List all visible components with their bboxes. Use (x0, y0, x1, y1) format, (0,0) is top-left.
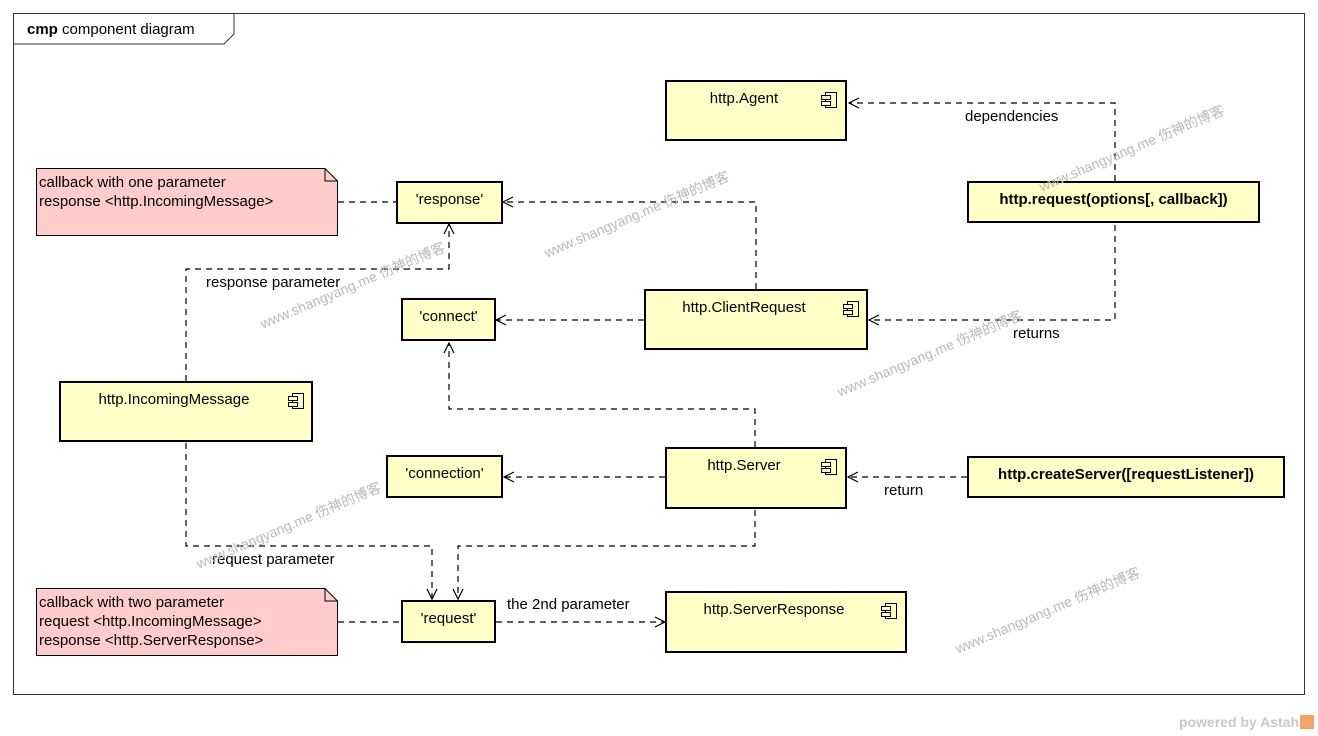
function-label: http.request(options[, callback]) (999, 191, 1228, 208)
component-icon (843, 301, 859, 317)
component-http-clientrequest[interactable]: http.ClientRequest (644, 289, 868, 350)
component-http-incomingmessage[interactable]: http.IncomingMessage (59, 381, 313, 442)
edge-request-to-agent (849, 103, 1116, 181)
function-label: http.createServer([requestListener]) (998, 466, 1254, 483)
frame-tab (13, 13, 235, 45)
edge-incomingmessage-to-response (185, 224, 449, 381)
event-connection[interactable]: 'connection' (386, 455, 503, 498)
edge-server-to-request (458, 510, 756, 599)
component-label: http.Server (707, 457, 781, 474)
edge-label-request-parameter: request parameter (212, 551, 335, 568)
note-request-callback[interactable]: callback with two parameter request <htt… (36, 588, 338, 656)
event-response[interactable]: 'response' (396, 181, 503, 224)
component-icon (288, 393, 304, 409)
note-response-callback[interactable]: callback with one parameter response <ht… (36, 168, 338, 236)
component-http-serverresponse[interactable]: http.ServerResponse (665, 591, 907, 653)
function-http-createserver[interactable]: http.createServer([requestListener]) (967, 456, 1285, 498)
edge-label-second-parameter: the 2nd parameter (507, 596, 630, 613)
event-label: 'connection' (405, 465, 484, 482)
function-http-request[interactable]: http.request(options[, callback]) (967, 181, 1260, 223)
edge-server-to-connect (449, 343, 756, 447)
edge-clientrequest-to-response (503, 202, 757, 289)
diagram-title: cmp component diagram (27, 21, 195, 38)
component-label: http.ClientRequest (682, 299, 806, 316)
note-shape (36, 168, 338, 236)
powered-by-text: powered by Astah (1178, 714, 1299, 730)
note-text: callback with two parameter request <htt… (39, 594, 264, 649)
event-label: 'connect' (419, 308, 478, 325)
edge-label-response-parameter: response parameter (206, 274, 341, 291)
astah-logo-icon (1300, 715, 1314, 729)
edge-request-to-clientrequest (869, 225, 1116, 320)
note-shape (36, 588, 338, 656)
edge-incomingmessage-to-request (185, 443, 432, 599)
edge-label-return: return (884, 482, 924, 499)
event-label: 'request' (420, 610, 477, 627)
component-icon (821, 92, 837, 108)
event-label: 'response' (415, 191, 484, 208)
component-http-agent[interactable]: http.Agent (665, 80, 847, 141)
diagram-kind: cmp (27, 21, 58, 38)
component-http-server[interactable]: http.Server (665, 447, 847, 509)
note-text: callback with one parameter response <ht… (39, 174, 274, 210)
diagram-frame (13, 13, 1305, 695)
event-connect[interactable]: 'connect' (401, 298, 496, 341)
edge-label-returns: returns (1013, 325, 1060, 342)
component-label: http.IncomingMessage (98, 391, 250, 408)
event-request[interactable]: 'request' (401, 600, 496, 643)
component-label: http.Agent (709, 90, 779, 107)
powered-by-footer: powered by Astah (1179, 714, 1314, 730)
edge-label-dependencies: dependencies (965, 108, 1059, 125)
diagram-title-text: component diagram (62, 21, 195, 38)
component-icon (881, 603, 897, 619)
component-icon (821, 459, 837, 475)
component-label: http.ServerResponse (703, 601, 845, 618)
